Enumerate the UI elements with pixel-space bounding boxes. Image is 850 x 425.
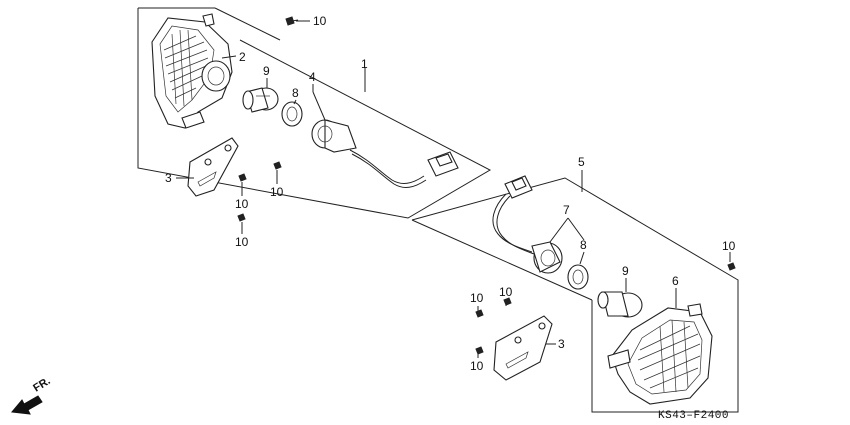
callout-10: 10 — [722, 239, 736, 253]
lens-housing-right — [607, 303, 713, 405]
socket-harness-right — [492, 175, 563, 274]
callout-2: 2 — [239, 50, 246, 64]
callout-10: 10 — [270, 185, 284, 199]
callout-9: 9 — [263, 64, 270, 78]
callout-3: 3 — [558, 337, 565, 351]
group-outline-5 — [411, 177, 739, 413]
diagram-code: KS43–F2400 — [658, 410, 729, 422]
leader-lines — [176, 20, 731, 358]
callout-6: 6 — [672, 274, 679, 288]
callout-5: 5 — [578, 155, 585, 169]
bracket-right — [493, 315, 553, 381]
callout-9: 9 — [622, 264, 629, 278]
callout-8: 8 — [580, 238, 587, 252]
screw-10-right-c — [475, 346, 484, 355]
direction-label: FR. — [31, 375, 52, 395]
callout-10: 10 — [313, 14, 327, 28]
screw-10-right-a — [503, 297, 512, 306]
screw-10-left-b — [238, 173, 247, 182]
callout-10: 10 — [470, 359, 484, 373]
callout-10: 10 — [235, 235, 249, 249]
callout-4: 4 — [309, 70, 316, 84]
screw-10-right-b — [475, 309, 484, 318]
callout-10: 10 — [235, 197, 249, 211]
callout-7: 7 — [563, 203, 570, 217]
lens-housing-left — [151, 13, 233, 129]
gasket-left — [281, 101, 303, 127]
bulb-left — [242, 87, 279, 113]
callout-3: 3 — [165, 171, 172, 185]
bulb-right — [597, 291, 643, 318]
group-outline-1-top2 — [214, 7, 281, 41]
callout-10: 10 — [499, 285, 513, 299]
screw-10-left-a — [273, 161, 282, 170]
callout-1: 1 — [361, 57, 368, 71]
screw-10-left-c — [237, 213, 246, 222]
callout-10: 10 — [470, 291, 484, 305]
group-outline-5-left — [411, 219, 593, 301]
screw-10-right-top — [727, 262, 736, 271]
screw-10-top — [285, 16, 299, 26]
gasket-right — [567, 264, 589, 290]
bracket-left — [187, 137, 239, 197]
socket-harness-left — [311, 119, 459, 188]
front-direction-arrow — [11, 395, 43, 415]
callout-8: 8 — [292, 86, 299, 100]
group-outline-1 — [137, 8, 492, 219]
